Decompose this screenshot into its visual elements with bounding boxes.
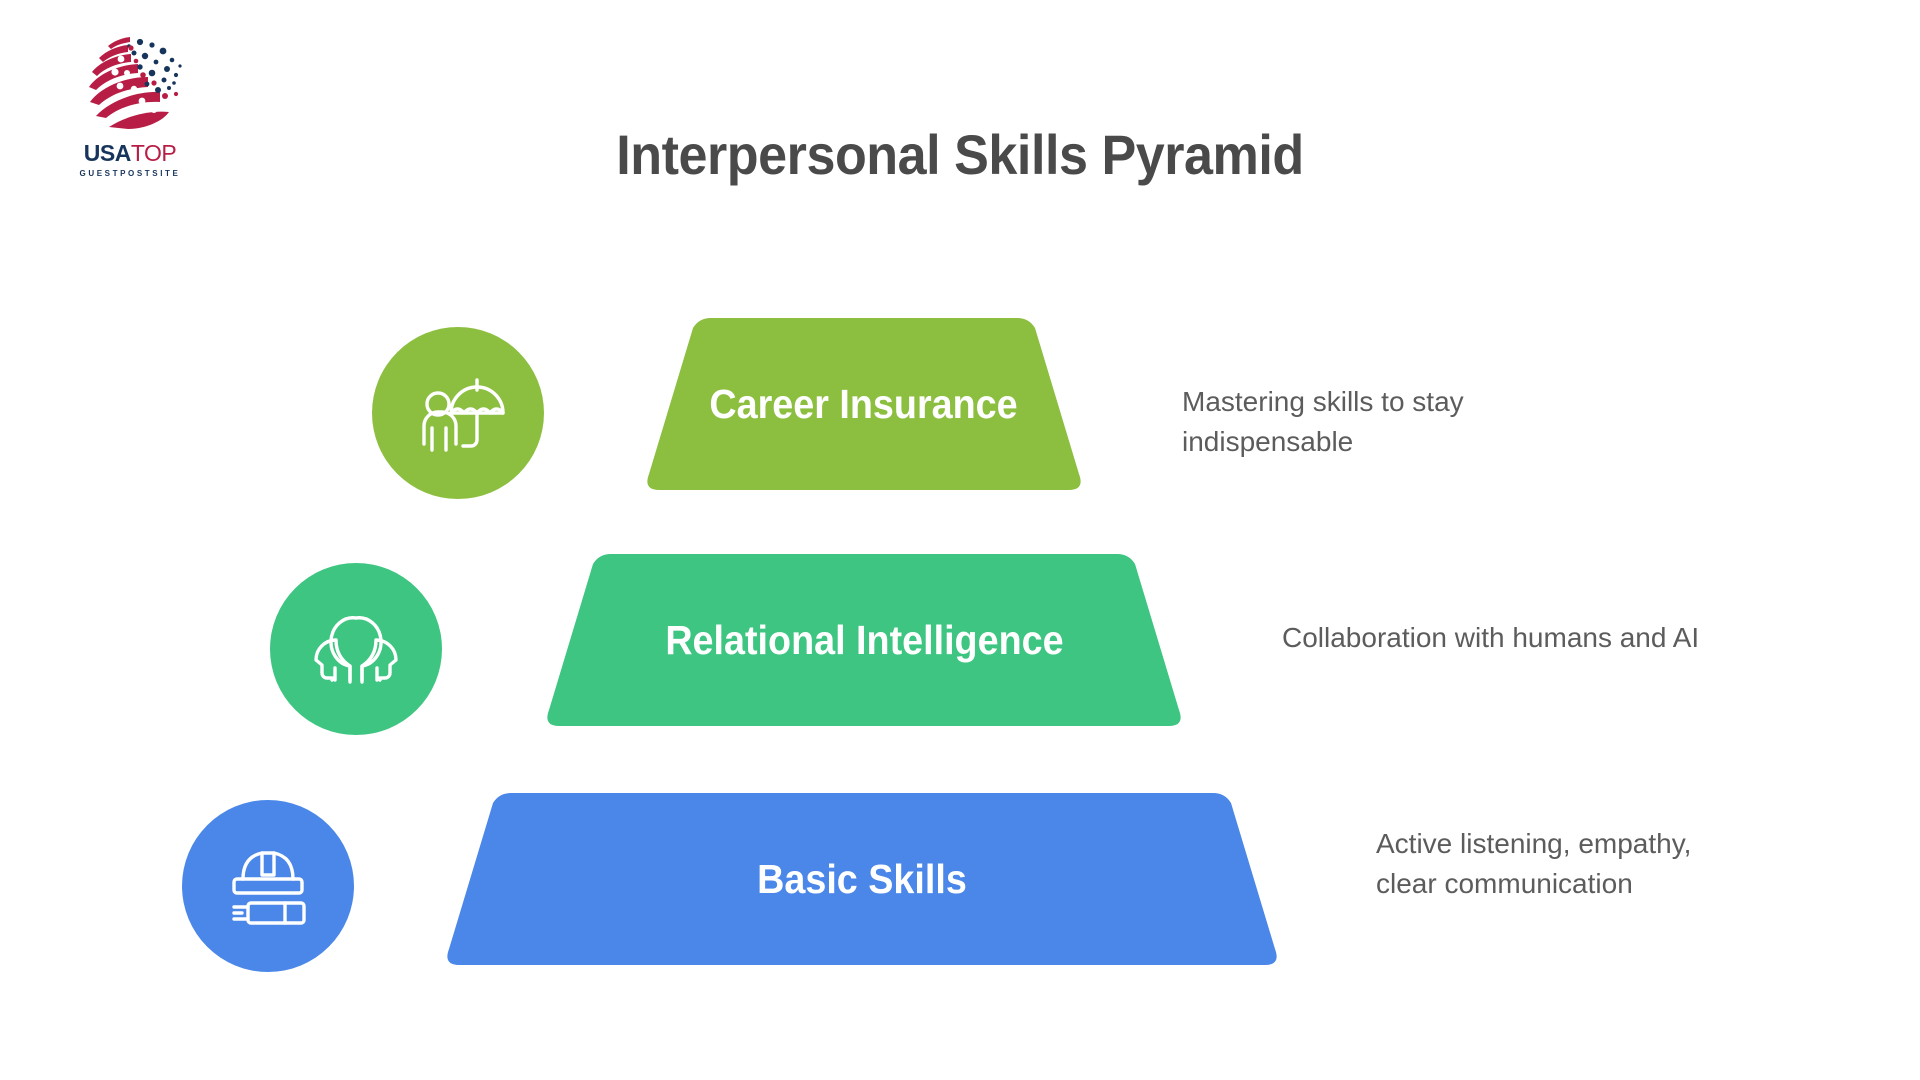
- trapezoid-shape-2: [547, 554, 1181, 726]
- pyramid-label-3: Basic Skills: [757, 855, 967, 902]
- pyramid-description-2: Collaboration with humans and AI: [1282, 622, 1700, 653]
- pyramid-band-3[interactable]: Basic Skills: [396, 789, 1328, 969]
- brand-logo[interactable]: USATOP GUESTPOSTSITE: [68, 28, 192, 186]
- person-with-umbrella-icon: [372, 327, 544, 499]
- pyramid-label-2: Relational Intelligence: [664, 616, 1064, 663]
- pyramid-band-2[interactable]: Relational Intelligence: [496, 550, 1232, 730]
- page-title: Interpersonal Skills Pyramid: [616, 123, 1304, 186]
- trapezoid-shape-3: [447, 793, 1277, 965]
- pyramid-label-1: Career Insurance: [709, 380, 1019, 427]
- pyramid-description-3: Active listening, empathy, clear communi…: [1376, 828, 1692, 899]
- pyramid-diagram: Career Insurance Mastering skills to sta…: [0, 300, 1920, 1000]
- pyramid-description-1: Mastering skills to stay indispensable: [1182, 386, 1464, 457]
- pyramid-band-1[interactable]: Career Insurance: [596, 314, 1132, 494]
- brand-tagline: GUESTPOSTSITE: [79, 169, 181, 178]
- brand-wordmark: USATOP GUESTPOSTSITE: [68, 142, 192, 178]
- brand-name-primary: USA: [83, 140, 132, 166]
- usa-top-globe-icon: [89, 37, 182, 129]
- trapezoid-shape-1: [647, 318, 1081, 490]
- brand-name-secondary: TOP: [130, 140, 177, 166]
- two-heads-icon: [270, 563, 442, 735]
- hard-hat-icon: [182, 800, 354, 972]
